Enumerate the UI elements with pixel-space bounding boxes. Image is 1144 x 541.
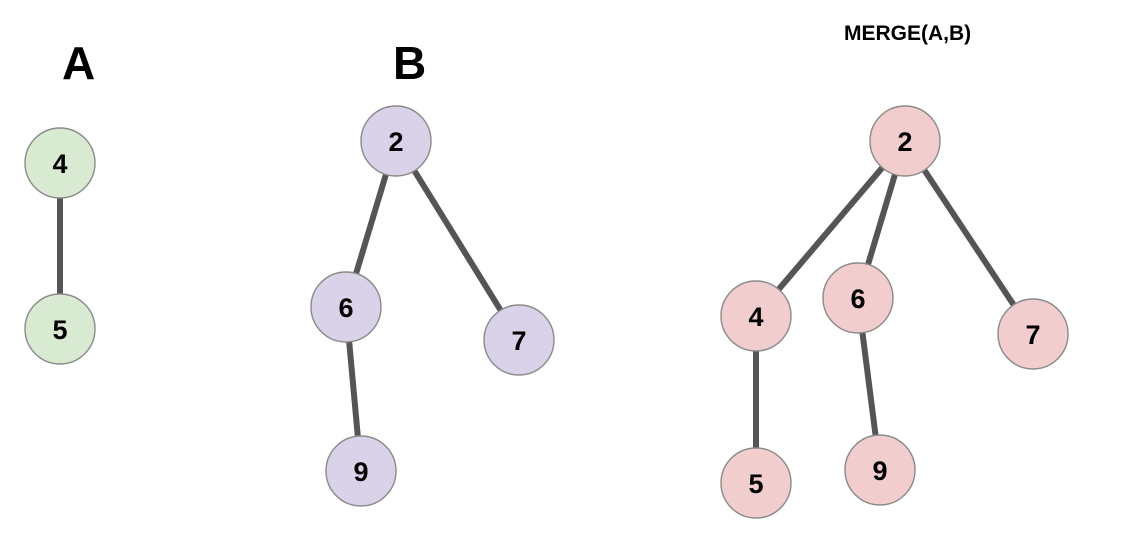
nodes-layer: 4 5 2 6 7 9 2 4 6 7 5 9 bbox=[24, 105, 1069, 519]
node-circle-a-4 bbox=[24, 127, 96, 199]
node-circle-m-7 bbox=[997, 298, 1069, 370]
node-circle-m-4 bbox=[720, 280, 792, 352]
node-circle-a-5 bbox=[24, 293, 96, 365]
node-m-4[interactable]: 4 bbox=[720, 280, 792, 352]
node-label-m-5: 5 bbox=[748, 469, 763, 499]
node-label-m-7: 7 bbox=[1025, 320, 1040, 350]
node-label-a-4: 4 bbox=[52, 149, 67, 179]
edge-m-2-to-m-7 bbox=[920, 166, 1018, 309]
node-label-b-9: 9 bbox=[353, 457, 368, 487]
node-circle-m-2 bbox=[869, 105, 941, 177]
node-label-m-4: 4 bbox=[748, 302, 763, 332]
panel-label-panel-b: B bbox=[393, 37, 427, 89]
node-label-m-6: 6 bbox=[850, 284, 865, 314]
node-circle-b-7 bbox=[483, 304, 555, 376]
edge-b-2-to-b-7 bbox=[410, 167, 505, 314]
node-b-6[interactable]: 6 bbox=[310, 271, 382, 343]
node-circle-b-9 bbox=[325, 435, 397, 507]
node-b-9[interactable]: 9 bbox=[325, 435, 397, 507]
edge-b-2-to-b-6 bbox=[352, 171, 390, 277]
node-b-7[interactable]: 7 bbox=[483, 304, 555, 376]
edge-m-2-to-m-6 bbox=[864, 171, 899, 268]
node-circle-b-2 bbox=[360, 105, 432, 177]
node-label-b-2: 2 bbox=[388, 127, 403, 157]
node-label-m-2: 2 bbox=[897, 127, 912, 157]
node-circle-m-5 bbox=[720, 447, 792, 519]
node-m-9[interactable]: 9 bbox=[844, 434, 916, 506]
node-m-2[interactable]: 2 bbox=[869, 105, 941, 177]
edge-m-6-to-m-9 bbox=[859, 330, 879, 438]
panel-label-panel-a: A bbox=[62, 37, 96, 89]
node-label-b-7: 7 bbox=[511, 326, 526, 356]
node-label-b-6: 6 bbox=[338, 293, 353, 323]
node-circle-m-6 bbox=[822, 262, 894, 334]
node-label-a-5: 5 bbox=[52, 315, 67, 345]
node-a-5[interactable]: 5 bbox=[24, 293, 96, 365]
edge-m-2-to-m-4 bbox=[775, 164, 886, 293]
node-m-6[interactable]: 6 bbox=[822, 262, 894, 334]
node-b-2[interactable]: 2 bbox=[360, 105, 432, 177]
edges-layer bbox=[57, 164, 1018, 450]
edge-b-6-to-b-9 bbox=[346, 339, 361, 439]
node-m-7[interactable]: 7 bbox=[997, 298, 1069, 370]
node-m-5[interactable]: 5 bbox=[720, 447, 792, 519]
node-circle-b-6 bbox=[310, 271, 382, 343]
panel-label-panel-merge: MERGE(A,B) bbox=[844, 22, 972, 45]
node-a-4[interactable]: 4 bbox=[24, 127, 96, 199]
node-circle-m-9 bbox=[844, 434, 916, 506]
node-label-m-9: 9 bbox=[872, 456, 887, 486]
